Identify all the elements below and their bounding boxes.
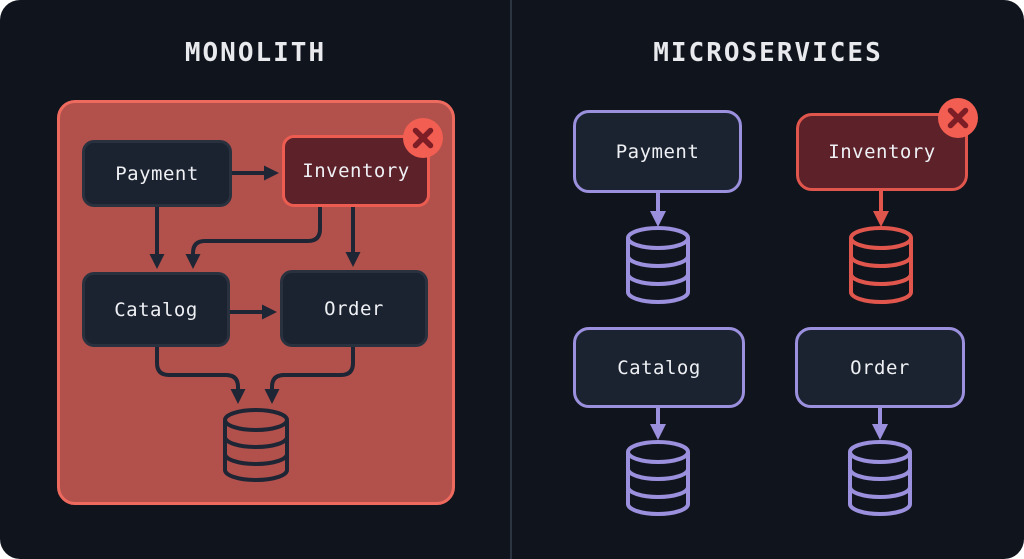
- ms-box-order: Order: [795, 327, 965, 408]
- ms-box-payment: Payment: [573, 110, 742, 193]
- monolith-box-payment-label: Payment: [115, 162, 199, 185]
- ms-box-catalog-label: Catalog: [617, 356, 701, 379]
- ms-inventory-database-icon: [849, 226, 913, 304]
- ms-payment-database-icon: [626, 226, 690, 304]
- arrow-ms-payment-to-db-icon: [650, 193, 666, 227]
- ms-order-database-icon: [848, 440, 912, 516]
- arrow-ms-catalog-to-db-icon: [650, 408, 666, 440]
- monolith-box-order-label: Order: [324, 297, 384, 320]
- monolith-box-order: Order: [280, 270, 428, 347]
- x-icon: [947, 107, 969, 129]
- panel-divider: [510, 0, 512, 559]
- monolith-box-catalog: Catalog: [82, 272, 230, 347]
- monolith-title: MONOLITH: [184, 38, 327, 68]
- ms-box-catalog: Catalog: [573, 327, 745, 408]
- ms-catalog-database-icon: [626, 440, 690, 516]
- arrow-ms-inventory-to-db-icon: [873, 191, 889, 227]
- microservices-title: MICROSERVICES: [653, 38, 883, 68]
- monolith-box-payment: Payment: [82, 140, 232, 207]
- ms-inventory-error-badge: [938, 98, 978, 138]
- arrow-ms-order-to-db-icon: [872, 408, 888, 440]
- ms-box-inventory-label: Inventory: [828, 141, 936, 163]
- ms-box-payment-label: Payment: [615, 140, 700, 163]
- monolith-box-inventory-label: Inventory: [302, 160, 410, 182]
- monolith-inventory-error-badge: [403, 118, 443, 158]
- x-icon: [412, 127, 434, 149]
- monolith-box-catalog-label: Catalog: [114, 298, 198, 321]
- ms-box-order-label: Order: [850, 356, 910, 379]
